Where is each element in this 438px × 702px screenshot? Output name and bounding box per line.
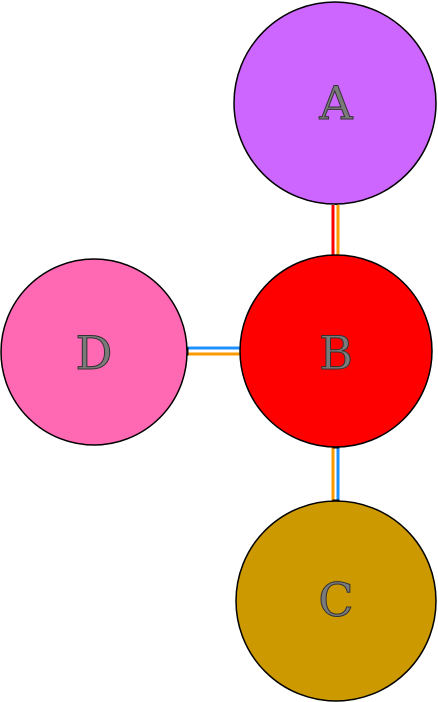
- node-a-label: A: [318, 76, 353, 130]
- node-b-label: B: [319, 326, 353, 380]
- node-b[interactable]: B: [239, 254, 433, 448]
- node-d[interactable]: D: [0, 258, 188, 446]
- node-c-circle[interactable]: [235, 500, 437, 702]
- node-d-circle[interactable]: [0, 258, 188, 446]
- node-a-circle[interactable]: [233, 1, 437, 205]
- node-c[interactable]: C: [235, 500, 437, 702]
- node-c-label: C: [318, 573, 353, 627]
- node-d-label: D: [76, 326, 113, 380]
- node-b-circle[interactable]: [239, 254, 433, 448]
- node-a[interactable]: A: [233, 1, 437, 205]
